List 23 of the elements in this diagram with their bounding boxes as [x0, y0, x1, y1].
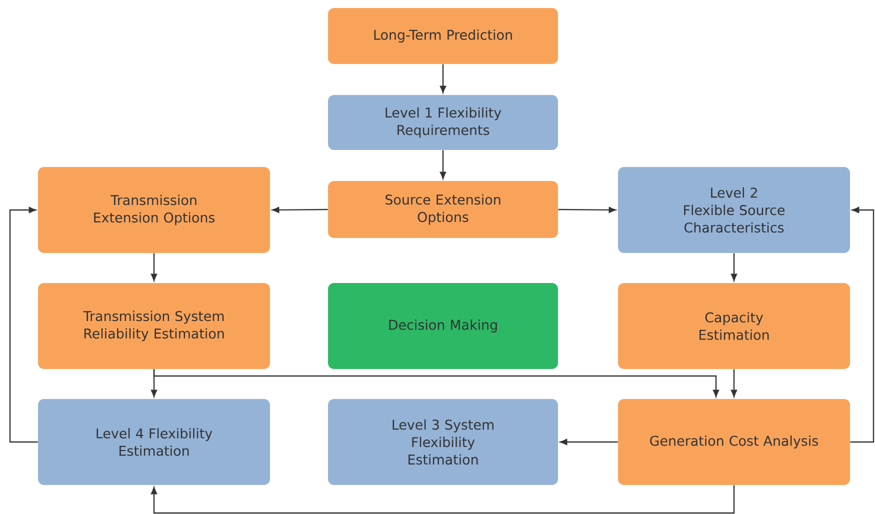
level-box: Level 2 Flexible Source Characteristics	[618, 167, 850, 253]
level-box: Level 3 System Flexibility Estimation	[328, 399, 558, 485]
arrow	[558, 206, 616, 213]
process-box: Source Extension Options	[328, 181, 558, 238]
arrow	[440, 150, 446, 179]
arrow	[272, 206, 328, 213]
arrow	[153, 369, 720, 397]
process-box: Transmission System Reliability Estimation	[38, 283, 270, 369]
arrow	[150, 485, 735, 514]
arrow	[850, 206, 874, 443]
arrow	[730, 369, 738, 397]
process-box: Transmission Extension Options	[38, 167, 270, 253]
arrow	[560, 438, 618, 446]
arrow	[440, 64, 446, 93]
process-box: Generation Cost Analysis	[618, 399, 850, 485]
level-box: Level 1 Flexibility Requirements	[328, 95, 558, 150]
arrow	[9, 206, 38, 443]
decision-box: Decision Making	[328, 283, 558, 369]
level-box: Level 4 Flexibility Estimation	[38, 399, 270, 485]
process-box: Long-Term Prediction	[328, 8, 558, 64]
process-box: Capacity Estimation	[618, 283, 850, 369]
arrow	[730, 253, 738, 281]
arrow	[150, 253, 158, 281]
